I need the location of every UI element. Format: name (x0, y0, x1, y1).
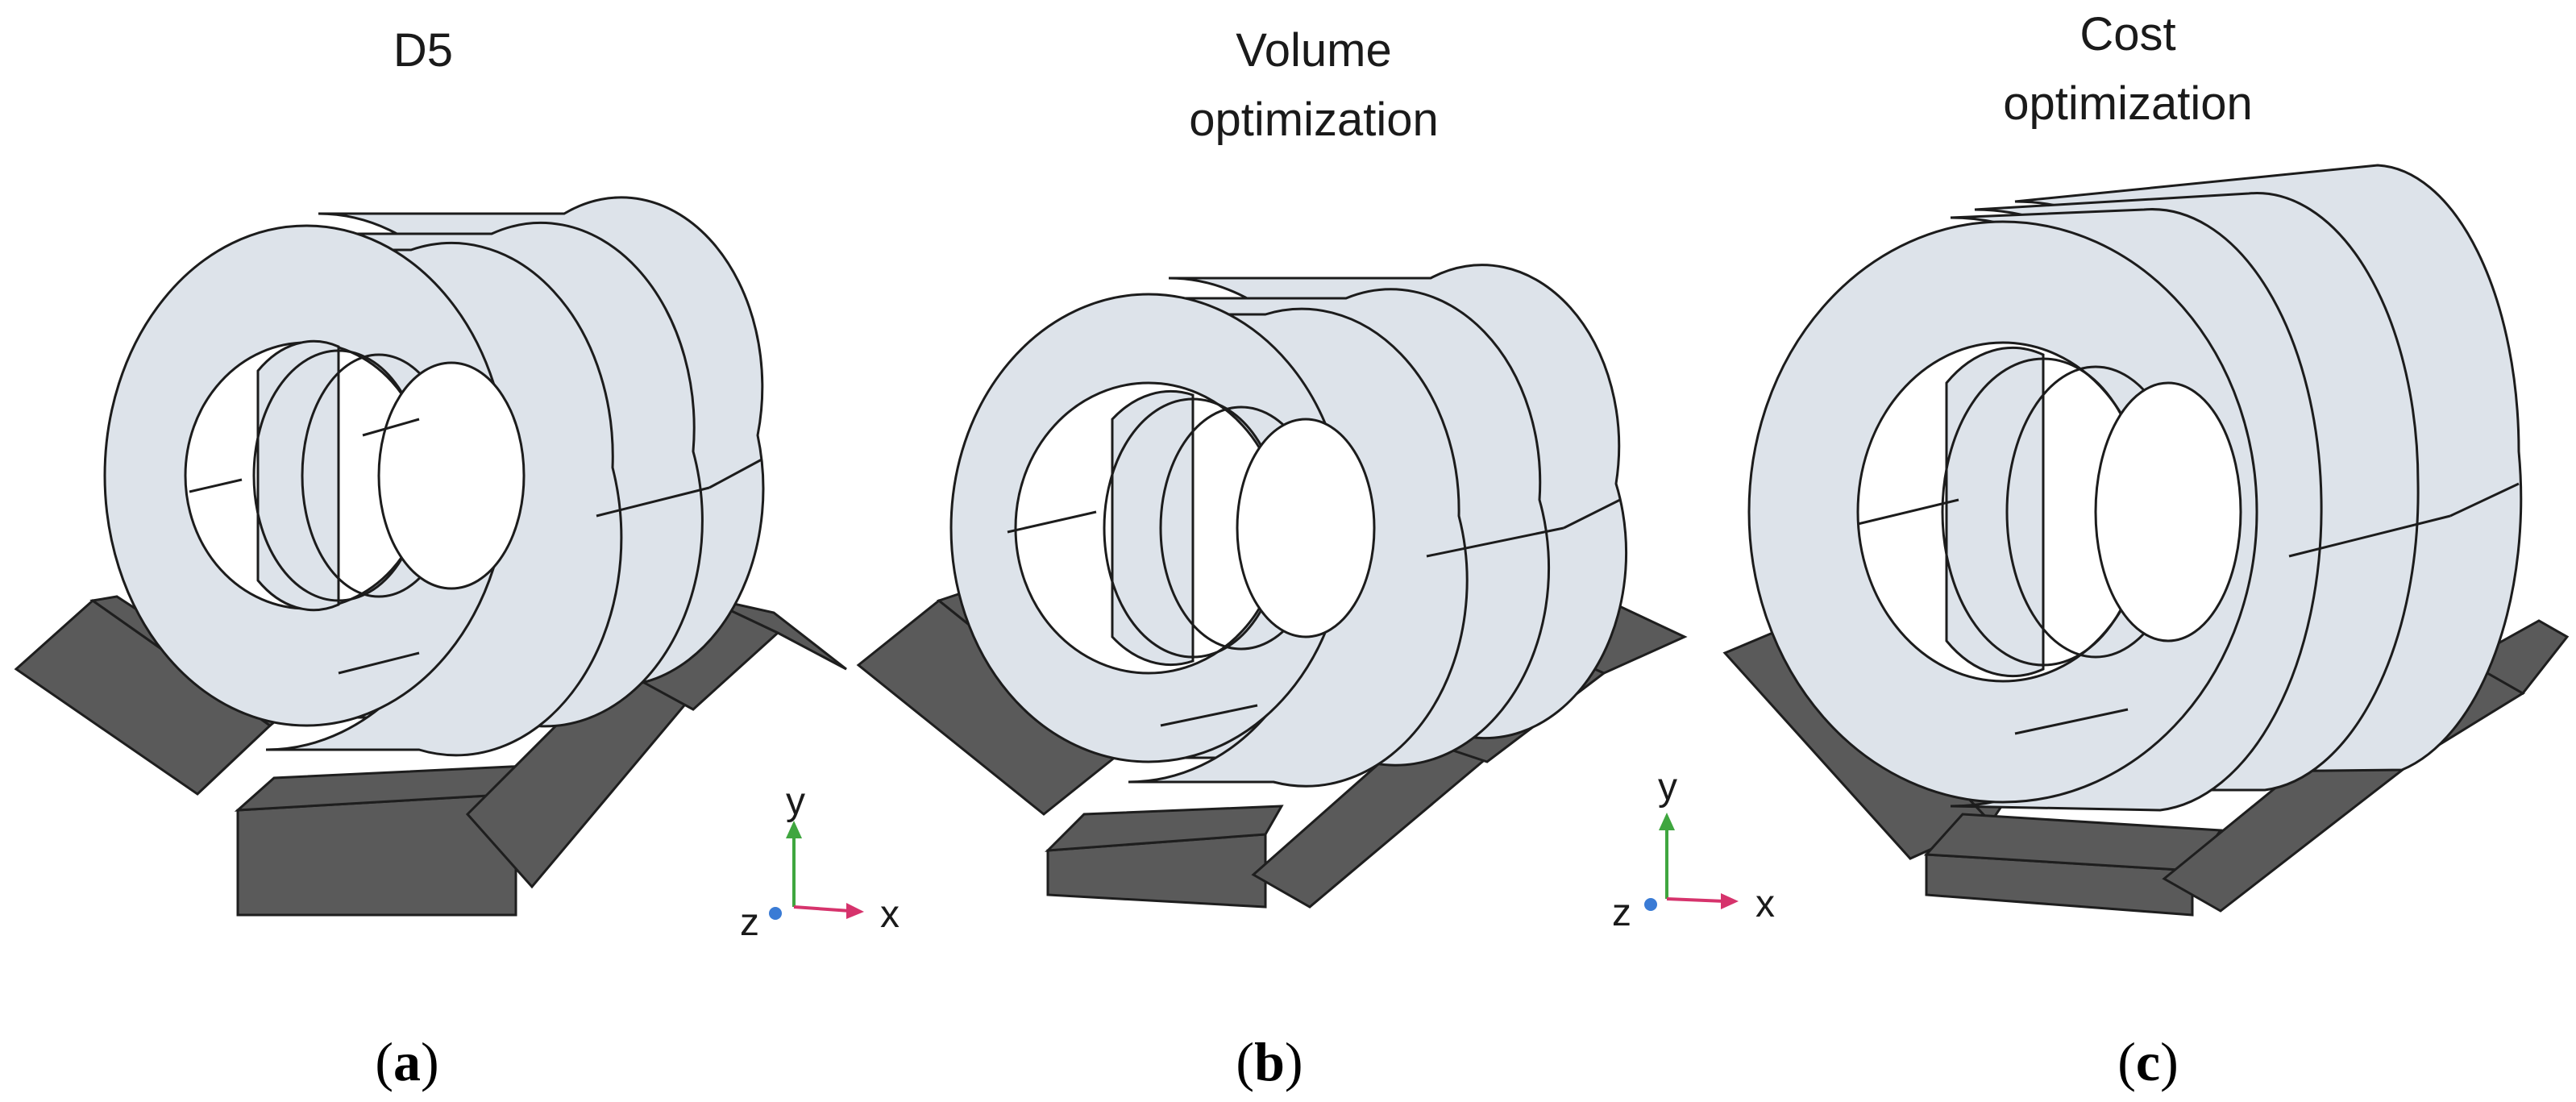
panel-c-caption: (c) (2117, 1031, 2179, 1092)
panel-a: D5 (14, 24, 900, 1092)
panel-c-axis-z-label: z (1612, 892, 1631, 934)
panel-c-coil-rings (1747, 164, 2523, 812)
panel-b-title-line-1: Volume (1236, 24, 1391, 77)
panel-c-title-line-1: Cost (2079, 8, 2175, 60)
panel-c: Cost optimization (1612, 8, 2570, 1092)
panel-a-title: D5 (393, 24, 453, 77)
panel-b-caption: (b) (1236, 1031, 1303, 1092)
panel-b-coil-rings (949, 264, 1628, 788)
panel-c-axis-triad: y x z (1612, 766, 1775, 934)
panel-c-axis-x-label: x (1755, 883, 1775, 925)
panel-a-axis-x-label: x (880, 893, 900, 936)
panel-a-coil-rings (103, 196, 765, 757)
panel-c-title-line-2: optimization (2003, 77, 2252, 130)
panel-b: Volume optimization (b) (856, 24, 1688, 1092)
panel-c-axis-y-label: y (1658, 766, 1677, 809)
panel-a-axis-y-label: y (786, 780, 805, 823)
panel-a-axis-z-label: z (740, 901, 759, 944)
panel-b-title-line-2: optimization (1189, 94, 1438, 146)
panel-a-caption: (a) (375, 1031, 438, 1092)
panel-a-axis-triad: y x z (740, 780, 900, 944)
